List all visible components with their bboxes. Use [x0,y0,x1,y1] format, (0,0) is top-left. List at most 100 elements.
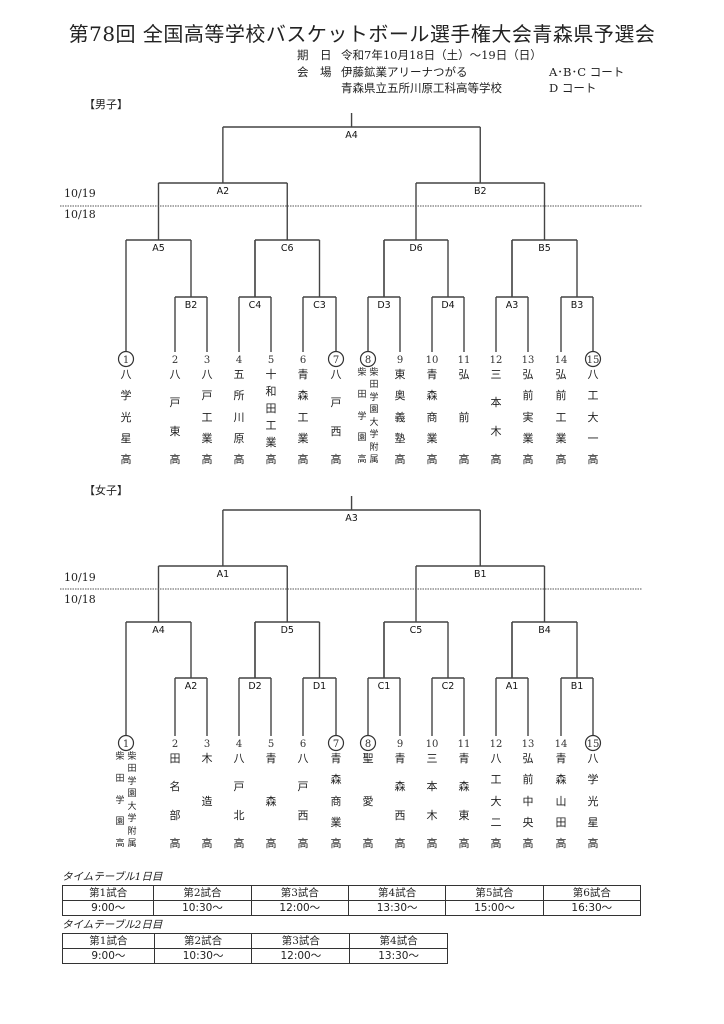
seed-number: 5 [268,739,274,750]
seed-circle [584,734,602,752]
seed-number: 15 [587,355,600,366]
period-value: 令和7年10月18日（土）〜19日（日） [341,48,542,62]
match-label: C3 [313,300,326,311]
game-time: 13:30〜 [349,948,448,964]
match-label: A5 [152,243,165,254]
match-label: A3 [506,300,519,311]
seed-circle [327,734,345,752]
seed-number: 1 [123,739,129,750]
team-name: 弘前実業高 [522,368,534,466]
match-label: D2 [248,681,261,692]
team-name: 青森高 [265,752,277,850]
seed-circle [117,734,135,752]
game-time: 16:30〜 [542,900,642,916]
seed-number: 14 [555,355,568,366]
team-name: 八戸北高 [233,752,245,850]
match-label: A3 [345,513,358,524]
seed-number: 8 [365,355,371,366]
match-label: B1 [474,569,487,580]
match-label: B2 [474,186,487,197]
team-name: 五所川原高 [233,368,245,466]
team-name: 八戸西高 [330,368,342,466]
team-name: 青森山田高 [555,752,567,850]
team-name: 八戸工業高 [201,368,213,466]
team-name: 青森東高 [458,752,470,850]
women-section-label: 【女子】 [84,484,128,497]
men-day1-label: 10/18 [64,208,96,221]
game-label: 第1試合 [61,885,155,901]
team-name: 東奥義塾高 [394,368,406,466]
team-name: 青森商業高 [426,368,438,466]
seed-number: 10 [426,355,439,366]
team-name: 柴田学園高柴田学園大学附属 [114,753,138,850]
venue-courts-1: A･B･C コート [549,65,625,79]
match-label: A2 [185,681,198,692]
seed-number: 13 [522,355,535,366]
venue-name-1: 伊藤鉱業アリーナつがる [341,65,468,79]
game-label: 第3試合 [250,885,349,901]
match-label: D6 [409,243,422,254]
seed-number: 5 [268,355,274,366]
seed-number: 11 [458,355,471,366]
game-label: 第1試合 [62,933,155,949]
match-label: D3 [377,300,390,311]
timetable-day2: 第1試合第2試合第3試合第4試合 9:00〜10:30〜12:00〜13:30〜 [62,933,448,964]
seed-circle [359,350,377,368]
seed-number: 3 [204,355,210,366]
men-day2-label: 10/19 [64,187,96,200]
match-label: A4 [345,130,358,141]
game-time: 15:00〜 [445,900,544,916]
team-name: 八戸東高 [169,368,181,466]
team-name: 青森商業高 [330,752,342,850]
team-name: 八工大一高 [587,368,599,466]
timetable-day2-label: タイムテーブル2日目 [62,919,163,931]
venue-courts-2: D コート [549,81,597,95]
seed-number: 14 [555,739,568,750]
match-label: C5 [410,625,423,636]
team-name-sub: 柴田学園大学附属 [127,752,137,849]
match-label: A2 [217,186,230,197]
team-name: 弘前中央高 [522,752,534,850]
match-label: C4 [249,300,262,311]
seed-number: 12 [490,739,503,750]
team-name: 青森西高 [394,752,406,850]
match-label: B1 [571,681,584,692]
match-label: B5 [538,243,551,254]
team-name-main: 柴田学園高 [357,368,367,465]
seed-number: 12 [490,355,503,366]
match-label: C2 [442,681,455,692]
game-label: 第4試合 [349,933,448,949]
game-time: 10:30〜 [153,900,252,916]
seed-number: 7 [333,739,339,750]
seed-circle [359,734,377,752]
game-time: 10:30〜 [153,948,253,964]
game-label: 第5試合 [445,885,544,901]
match-label: D4 [441,300,454,311]
game-time: 9:00〜 [61,900,155,916]
team-name: 弘前高 [458,368,470,466]
team-name-main: 柴田学園高 [115,752,125,849]
team-name-sub: 柴田学園大学附属 [369,368,379,465]
timetable-day1-label: タイムテーブル1日目 [62,871,163,883]
team-name: 八学光星高 [120,368,132,466]
seed-number: 6 [300,739,306,750]
team-name: 弘前工業高 [555,368,567,466]
match-label: B3 [571,300,584,311]
team-name: 八工大二高 [490,752,502,850]
match-label: A4 [152,625,165,636]
team-name: 三本木高 [490,368,502,466]
seed-number: 4 [236,355,242,366]
seed-number: 8 [365,739,371,750]
team-name: 十和田工業高 [265,368,277,466]
seed-number: 7 [333,355,339,366]
women-day2-label: 10/19 [64,571,96,584]
match-label: D5 [281,625,294,636]
game-label: 第6試合 [542,885,642,901]
match-label: B4 [538,625,551,636]
period-label: 期 日 [297,48,332,62]
seed-number: 9 [397,739,403,750]
team-name: 三本木高 [426,752,438,850]
venue-label: 会 場 [297,65,332,79]
page-title: 第78回 全国高等学校バスケットボール選手権大会青森県予選会 [68,22,656,46]
